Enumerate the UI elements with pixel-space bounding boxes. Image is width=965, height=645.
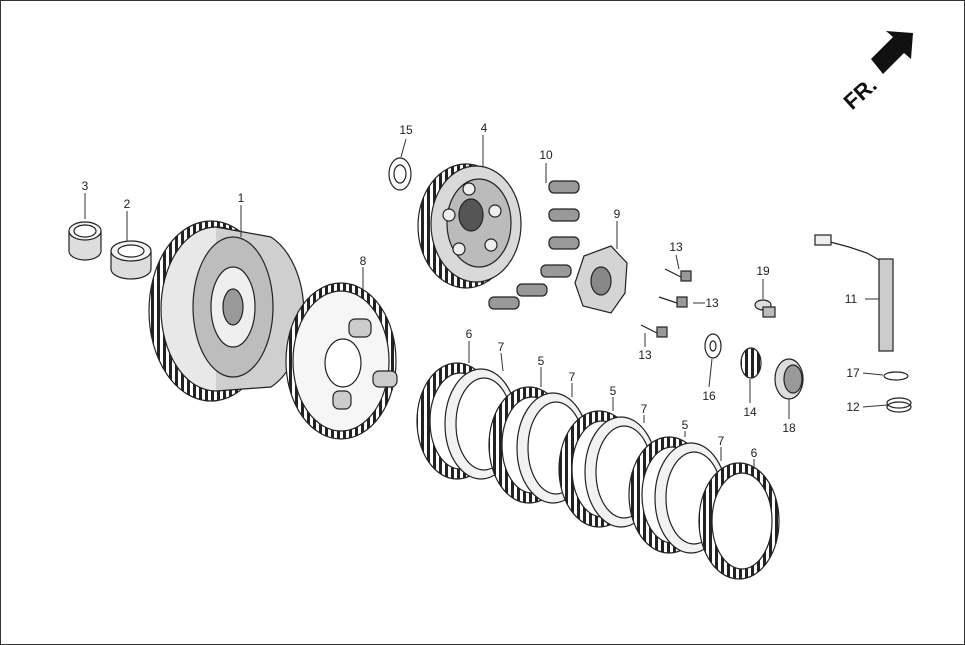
part-6-friction-plate-right [698, 462, 780, 580]
part-9-lifter-plate [574, 245, 628, 314]
part-1-clutch-outer [148, 220, 305, 402]
part-16-washer [704, 333, 722, 359]
part-13-bolt-middle [658, 296, 688, 308]
front-direction-indicator: FR. [839, 31, 913, 114]
callout-6-left: 6 [466, 327, 473, 341]
callout-labels: 3 2 1 4 15 10 9 13 13 13 19 11 16 14 18 … [82, 121, 860, 460]
callout-5-third: 5 [682, 418, 689, 432]
part-2-bushing [110, 240, 152, 280]
part-8-pressure-plate [285, 282, 398, 440]
callout-7-third: 7 [641, 402, 648, 416]
callout-7-second: 7 [569, 370, 576, 384]
part-17-circlip [883, 371, 909, 381]
callout-14: 14 [743, 405, 757, 419]
part-4-clutch-center [417, 163, 522, 289]
front-arrow-icon [871, 31, 913, 74]
callout-19: 19 [756, 264, 770, 278]
part-12-return-spring [886, 397, 912, 413]
callout-1: 1 [238, 191, 245, 205]
part-10-clutch-springs [488, 180, 580, 310]
leader-lines [84, 135, 888, 469]
callout-5-second: 5 [610, 384, 617, 398]
callout-6-right: 6 [751, 446, 758, 460]
callout-3: 3 [82, 179, 89, 193]
part-13-bolt-upper [664, 268, 692, 282]
callout-15: 15 [399, 123, 413, 137]
callout-13-middle: 13 [705, 296, 719, 310]
part-18-bearing [774, 358, 804, 400]
part-3-bushing [68, 221, 102, 261]
callout-4: 4 [481, 121, 488, 135]
callout-12: 12 [846, 400, 860, 414]
callout-10: 10 [539, 148, 553, 162]
callout-18: 18 [782, 421, 796, 435]
part-14-lifter-cam [740, 347, 762, 379]
callout-2: 2 [124, 197, 131, 211]
part-13-bolt-lower [640, 324, 668, 338]
part-19-lifter-pin [754, 299, 776, 318]
callout-17: 17 [846, 366, 860, 380]
callout-8: 8 [360, 254, 367, 268]
callout-13-lower: 13 [638, 348, 652, 362]
callout-11: 11 [845, 292, 858, 306]
callout-16: 16 [702, 389, 716, 403]
part-15-washer [388, 157, 412, 191]
callout-7-fourth: 7 [718, 434, 725, 448]
front-direction-label: FR. [839, 72, 882, 114]
callout-13-upper: 13 [669, 240, 683, 254]
callout-5-first: 5 [538, 354, 545, 368]
part-11-lifter-shaft [814, 234, 894, 352]
callout-7-first: 7 [498, 340, 505, 354]
callout-9: 9 [614, 207, 621, 221]
